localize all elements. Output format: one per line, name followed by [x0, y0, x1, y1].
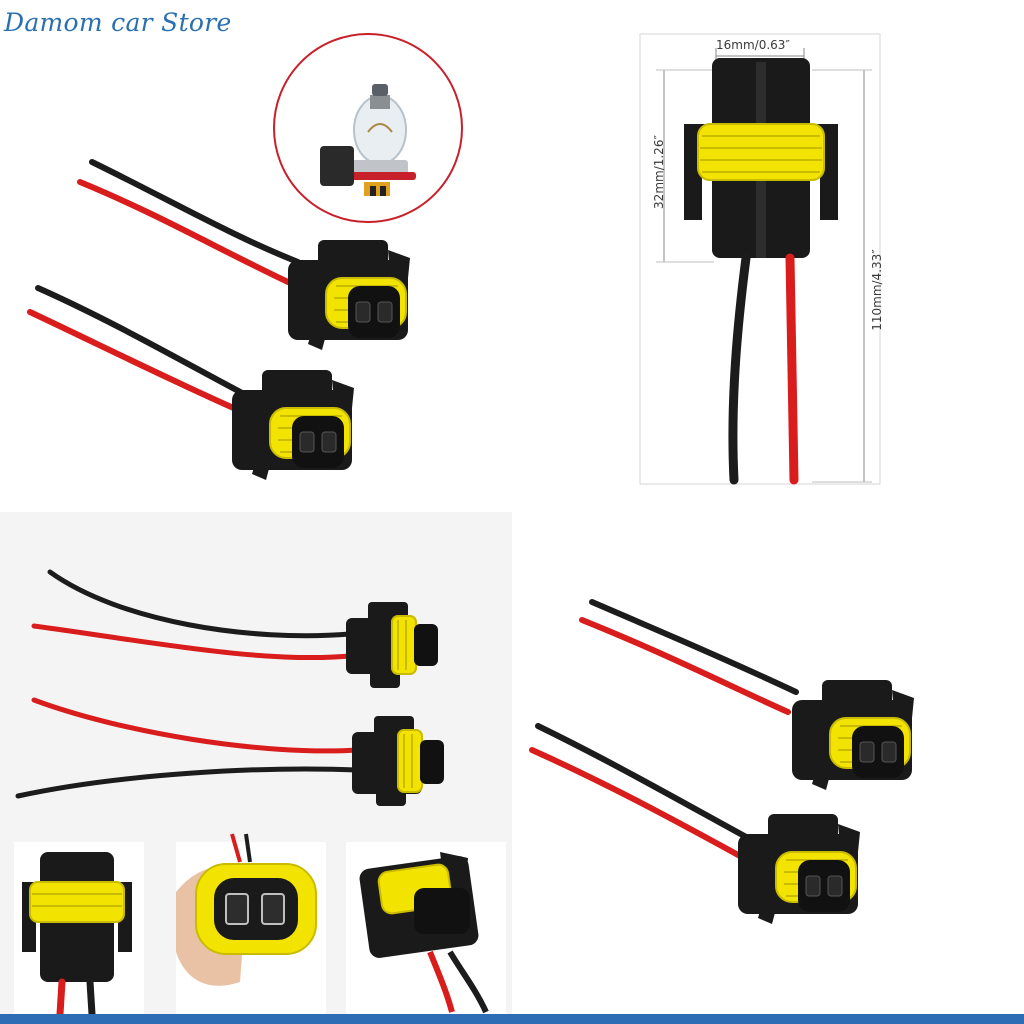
closeup-front-view: [14, 842, 144, 1014]
wire-red: [27, 309, 241, 413]
wire-red: [579, 617, 791, 715]
h11-connector-icon: [352, 716, 444, 806]
h11-connector-icon: [792, 680, 914, 790]
wire-black: [589, 599, 799, 695]
panel-connector-pair: [512, 512, 1024, 1014]
wire-black: [89, 159, 301, 265]
wire-black: [535, 723, 751, 841]
wire-black: [47, 569, 353, 639]
store-watermark: Damom car Store: [4, 8, 232, 37]
width-dimension-label: 16mm/0.63″: [716, 38, 790, 52]
panel-connector-pair-with-bulb: [0, 0, 512, 512]
h11-connector-icon: [288, 240, 410, 350]
panel-dimension-drawing: [512, 0, 1024, 512]
length-dimension-label: 110mm/4.33″: [869, 249, 884, 331]
h11-connector-icon: [346, 602, 438, 688]
wire-red: [785, 253, 799, 485]
connector-pair-illustration: [27, 33, 463, 480]
h11-connector-icon: [738, 814, 860, 924]
wire-black: [35, 285, 247, 397]
bulb-inset: [273, 33, 463, 223]
connector-closeups-illustration: [14, 569, 506, 1014]
wire-black: [15, 766, 361, 799]
wire-red: [31, 697, 361, 754]
closeup-socket-face: [176, 833, 326, 1014]
wire-red: [31, 623, 353, 661]
halogen-bulb-icon: [320, 84, 416, 196]
height-dimension-label: 32mm/1.26″: [651, 135, 666, 209]
panel-connector-pair-closeups: [0, 512, 512, 1014]
wire-red: [77, 179, 291, 285]
wire-black: [728, 253, 751, 485]
wire-red: [529, 747, 743, 859]
dimension-illustration: [639, 33, 881, 485]
connector-pair-illustration: [529, 599, 914, 924]
bottom-accent-bar: [0, 1014, 1024, 1024]
closeup-angled-view: [346, 842, 506, 1014]
h11-connector-icon: [684, 58, 838, 258]
h11-connector-icon: [232, 370, 354, 480]
